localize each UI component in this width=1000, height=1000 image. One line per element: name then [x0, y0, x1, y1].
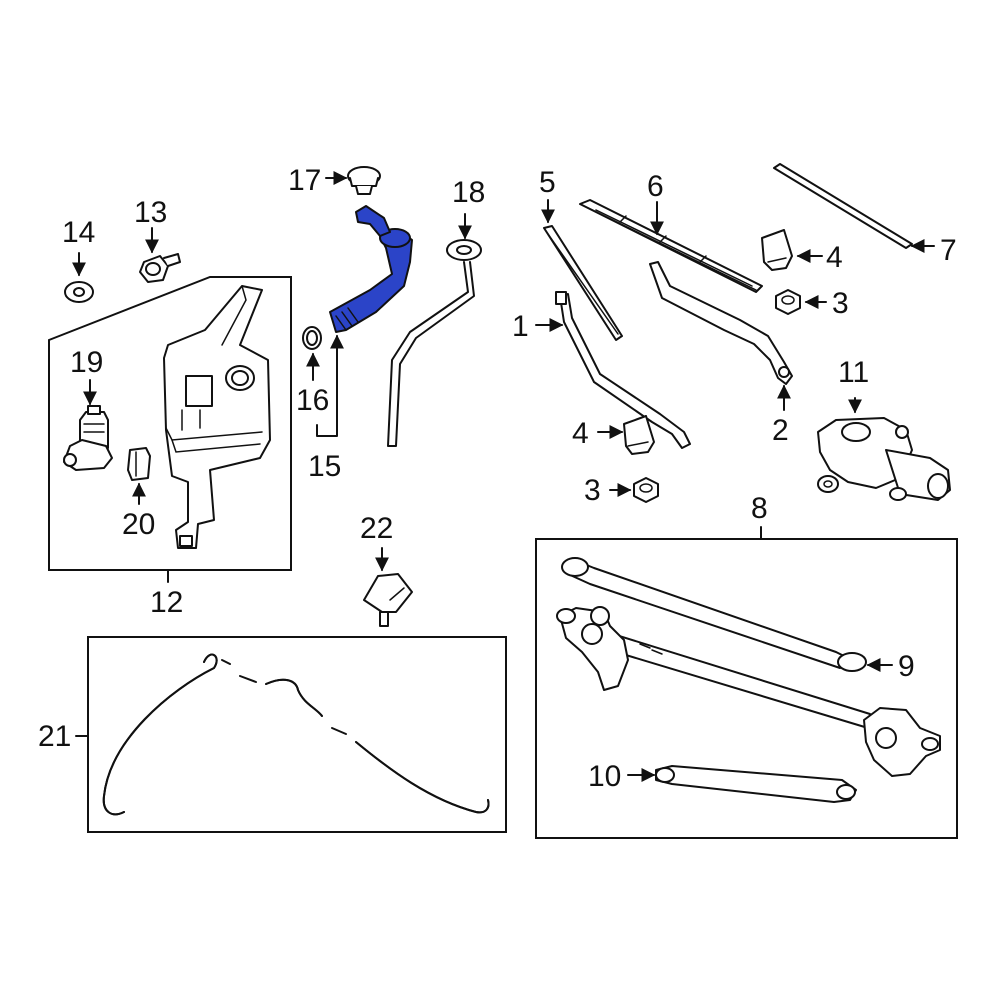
callout-14: 14 — [62, 216, 95, 249]
wiper-linkage-group-frame — [535, 538, 958, 839]
wiper-blade-5[interactable] — [543, 225, 623, 341]
washer-reservoir-12[interactable] — [163, 285, 271, 549]
washer-pump-19[interactable] — [63, 405, 113, 471]
wiper-refill-7[interactable] — [773, 163, 913, 249]
callout-19: 19 — [70, 346, 103, 379]
nut-3-upper[interactable] — [775, 289, 801, 315]
seal-16[interactable] — [302, 326, 322, 350]
washer-filler-neck-15[interactable] — [329, 205, 413, 333]
pivot-cap-4-upper[interactable] — [761, 229, 793, 271]
wiper-arm-2[interactable] — [649, 261, 793, 385]
callout-16: 16 — [296, 384, 329, 417]
callout-3a: 3 — [832, 287, 849, 320]
callout-4b: 4 — [572, 417, 589, 450]
washer-reservoir-group-frame — [48, 276, 292, 571]
callout-12: 12 — [150, 586, 183, 619]
link-10[interactable] — [655, 765, 857, 803]
washer-14[interactable] — [64, 281, 94, 303]
filler-cap-17[interactable] — [347, 166, 381, 195]
callout-11: 11 — [838, 356, 869, 389]
callout-1: 1 — [512, 310, 529, 343]
wiper-arm-1[interactable] — [555, 291, 691, 449]
callout-18: 18 — [452, 176, 485, 209]
callout-13: 13 — [134, 196, 167, 229]
drive-link-9[interactable] — [561, 557, 867, 672]
callout-21: 21 — [38, 720, 71, 753]
washer-hose-group-frame — [87, 636, 507, 833]
filler-neck-bracket[interactable] — [355, 205, 391, 237]
callout-4a: 4 — [826, 241, 843, 274]
wiper-motor-11[interactable] — [817, 417, 951, 501]
callout-10: 10 — [588, 760, 621, 793]
pivot-cap-4-lower[interactable] — [623, 415, 655, 455]
wiper-blade-6[interactable] — [579, 199, 763, 293]
bolt-13[interactable] — [139, 253, 181, 283]
callout-17: 17 — [288, 164, 321, 197]
callout-22: 22 — [360, 512, 393, 545]
grommet-20[interactable] — [127, 447, 151, 481]
callout-3b: 3 — [584, 474, 601, 507]
callout-9: 9 — [898, 650, 915, 683]
washer-hose-21[interactable] — [102, 653, 490, 816]
callout-7: 7 — [940, 234, 957, 267]
nut-3-lower[interactable] — [633, 477, 659, 503]
wiper-linkage-8[interactable] — [556, 606, 941, 777]
callout-2: 2 — [772, 414, 789, 447]
callout-20: 20 — [122, 508, 155, 541]
grommet-18[interactable] — [387, 239, 482, 447]
callout-15: 15 — [308, 450, 341, 483]
callout-8: 8 — [751, 492, 768, 525]
washer-nozzle-22[interactable] — [363, 573, 413, 627]
callout-5: 5 — [539, 166, 556, 199]
callout-6: 6 — [647, 170, 664, 203]
callout-15-bracket — [316, 339, 338, 437]
